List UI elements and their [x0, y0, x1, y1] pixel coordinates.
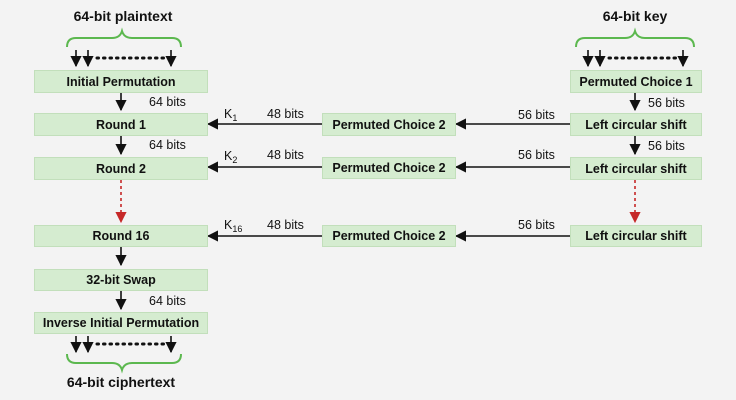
- initial-permutation-box: Initial Permutation: [34, 70, 208, 93]
- left-shift-box-2: Left circular shift: [570, 157, 702, 180]
- subkey-k2-label: K2: [224, 149, 238, 165]
- ciphertext-title: 64-bit ciphertext: [66, 374, 176, 390]
- bits-label-48-3: 48 bits: [267, 218, 304, 232]
- key-title: 64-bit key: [602, 8, 668, 24]
- key-brace: [575, 27, 695, 48]
- left-shift-box-1: Left circular shift: [570, 113, 702, 136]
- subkey-k1-label: K1: [224, 107, 238, 123]
- bits-label-56-h2: 56 bits: [518, 148, 555, 162]
- ciphertext-brace: [66, 353, 182, 374]
- bits-label-64-a: 64 bits: [149, 95, 186, 109]
- bits-label-64-b: 64 bits: [149, 138, 186, 152]
- round-2-box: Round 2: [34, 157, 208, 180]
- swap-box: 32-bit Swap: [34, 269, 208, 291]
- plaintext-title: 64-bit plaintext: [73, 8, 173, 24]
- permuted-choice-2-box-2: Permuted Choice 2: [322, 157, 456, 179]
- round-16-box: Round 16: [34, 225, 208, 247]
- plaintext-brace: [66, 27, 182, 48]
- key-input-arrows: [582, 50, 689, 68]
- left-shift-box-16: Left circular shift: [570, 225, 702, 247]
- bits-label-56-v2: 56 bits: [648, 139, 685, 153]
- plaintext-input-arrows: [70, 50, 177, 68]
- bits-label-56-h3: 56 bits: [518, 218, 555, 232]
- permuted-choice-1-box: Permuted Choice 1: [570, 70, 702, 93]
- bits-label-56-v1: 56 bits: [648, 96, 685, 110]
- subkey-k16-label: K16: [224, 218, 243, 234]
- bits-label-48-2: 48 bits: [267, 148, 304, 162]
- bits-label-64-c: 64 bits: [149, 294, 186, 308]
- bits-label-48-1: 48 bits: [267, 107, 304, 121]
- inverse-permutation-box: Inverse Initial Permutation: [34, 312, 208, 334]
- round-1-box: Round 1: [34, 113, 208, 136]
- ciphertext-output-arrows: [70, 336, 177, 354]
- bits-label-56-h1: 56 bits: [518, 108, 555, 122]
- permuted-choice-2-box-1: Permuted Choice 2: [322, 113, 456, 136]
- permuted-choice-2-box-16: Permuted Choice 2: [322, 225, 456, 247]
